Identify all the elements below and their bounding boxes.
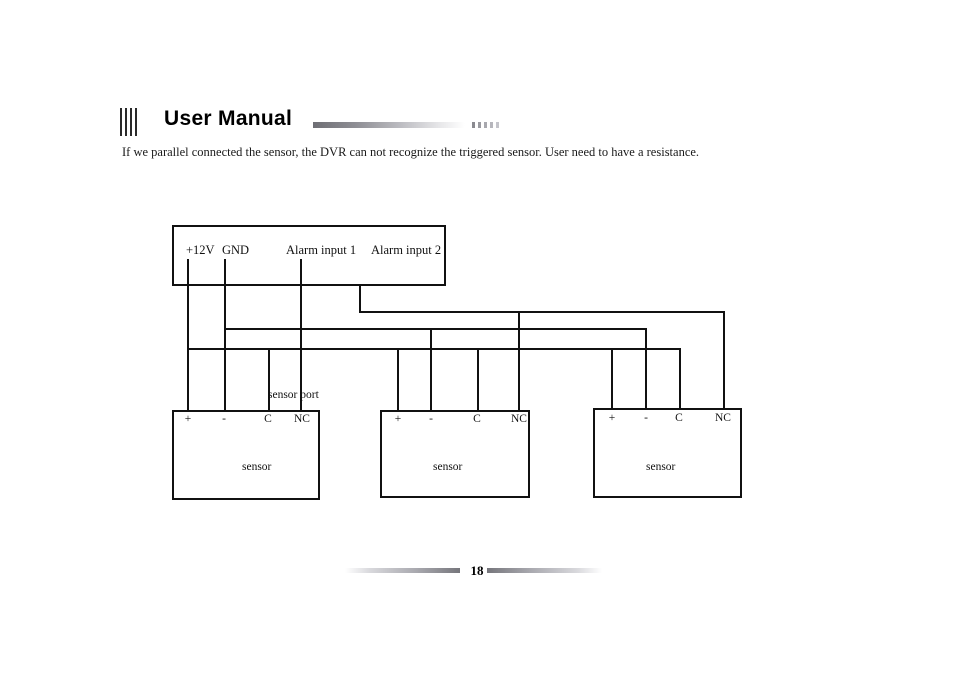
sensor-1-pin-nc: NC <box>294 413 310 425</box>
sensor-2-caption: sensor <box>433 461 463 473</box>
wire-gnd-drop <box>224 286 226 330</box>
dvr-terminal-label-alarm-input-1: Alarm input 1 <box>286 243 357 257</box>
sensor-port-annotation: sensor port <box>268 389 319 401</box>
sensor-1-pin-c: C <box>264 413 272 425</box>
wire-sensor1-minus <box>224 328 226 410</box>
wire-12v-drop <box>187 286 189 350</box>
dvr-pigtail-12v <box>187 259 189 288</box>
sensor-1-caption: sensor <box>242 461 272 473</box>
sensor-2-pin-c: C <box>473 413 481 425</box>
header-dot <box>484 122 487 128</box>
header-bar <box>120 108 122 136</box>
dvr-terminal-block <box>172 225 446 286</box>
header-dot <box>490 122 493 128</box>
wire-sensor1-plus <box>187 348 189 410</box>
dvr-terminal-label-gnd: GND <box>222 243 250 257</box>
header-bar <box>130 108 132 136</box>
dvr-terminal-label-12v: +12V <box>186 243 215 257</box>
sensor-2-pin-plus: + <box>394 413 402 425</box>
wire-sensor3-nc <box>723 311 725 408</box>
wire-alarm-input-1-drop <box>300 286 302 410</box>
wire-sensor2-plus <box>397 348 399 410</box>
sensor-3-pin-minus: - <box>644 412 648 424</box>
header-bar <box>125 108 127 136</box>
header-dots-decoration <box>472 122 499 128</box>
sensor-box-2 <box>380 410 530 498</box>
wire-sensor3-minus <box>645 328 647 408</box>
header-dot <box>478 122 481 128</box>
header-bar <box>135 108 137 136</box>
body-paragraph: If we parallel connected the sensor, the… <box>122 145 700 159</box>
sensor-3-pin-c: C <box>675 412 683 424</box>
sensor-1-pin-plus: + <box>184 413 192 425</box>
header-dot <box>472 122 475 128</box>
header-dot <box>496 122 499 128</box>
sensor-3-pin-plus: + <box>608 412 616 424</box>
footer-rule-right <box>487 568 602 573</box>
wire-sensor2-nc <box>518 311 520 410</box>
wire-sensor2-minus <box>430 328 432 410</box>
sensor-box-1 <box>172 410 320 500</box>
dvr-terminal-label-alarm-input-2: Alarm input 2 <box>371 243 442 257</box>
sensor-2-pin-minus: - <box>429 413 433 425</box>
sensor-1-pin-minus: - <box>222 413 226 425</box>
sensor-3-pin-nc: NC <box>715 412 731 424</box>
header-gradient-rule <box>313 122 465 128</box>
sensor-3-caption: sensor <box>646 461 676 473</box>
wire-sensor1-c <box>268 348 270 410</box>
dvr-pigtail-gnd <box>224 259 226 288</box>
wire-sensor2-c <box>477 348 479 410</box>
wire-alarm-input-2-bus <box>359 311 725 313</box>
dvr-pigtail-alarm-input-1 <box>300 259 302 288</box>
sensor-2-pin-nc: NC <box>511 413 527 425</box>
wire-12v-bus <box>187 348 681 350</box>
page-title: User Manual <box>164 107 293 130</box>
footer-rule-left <box>345 568 460 573</box>
wire-sensor3-c <box>679 348 681 408</box>
wire-sensor3-plus <box>611 348 613 408</box>
sensor-box-3 <box>593 408 742 498</box>
header-bars-decoration <box>120 108 148 136</box>
wire-gnd-bus <box>224 328 646 330</box>
page-number: 18 <box>470 563 484 578</box>
page-footer: 18 <box>0 563 954 581</box>
wire-alarm-input-2-drop <box>359 286 361 313</box>
